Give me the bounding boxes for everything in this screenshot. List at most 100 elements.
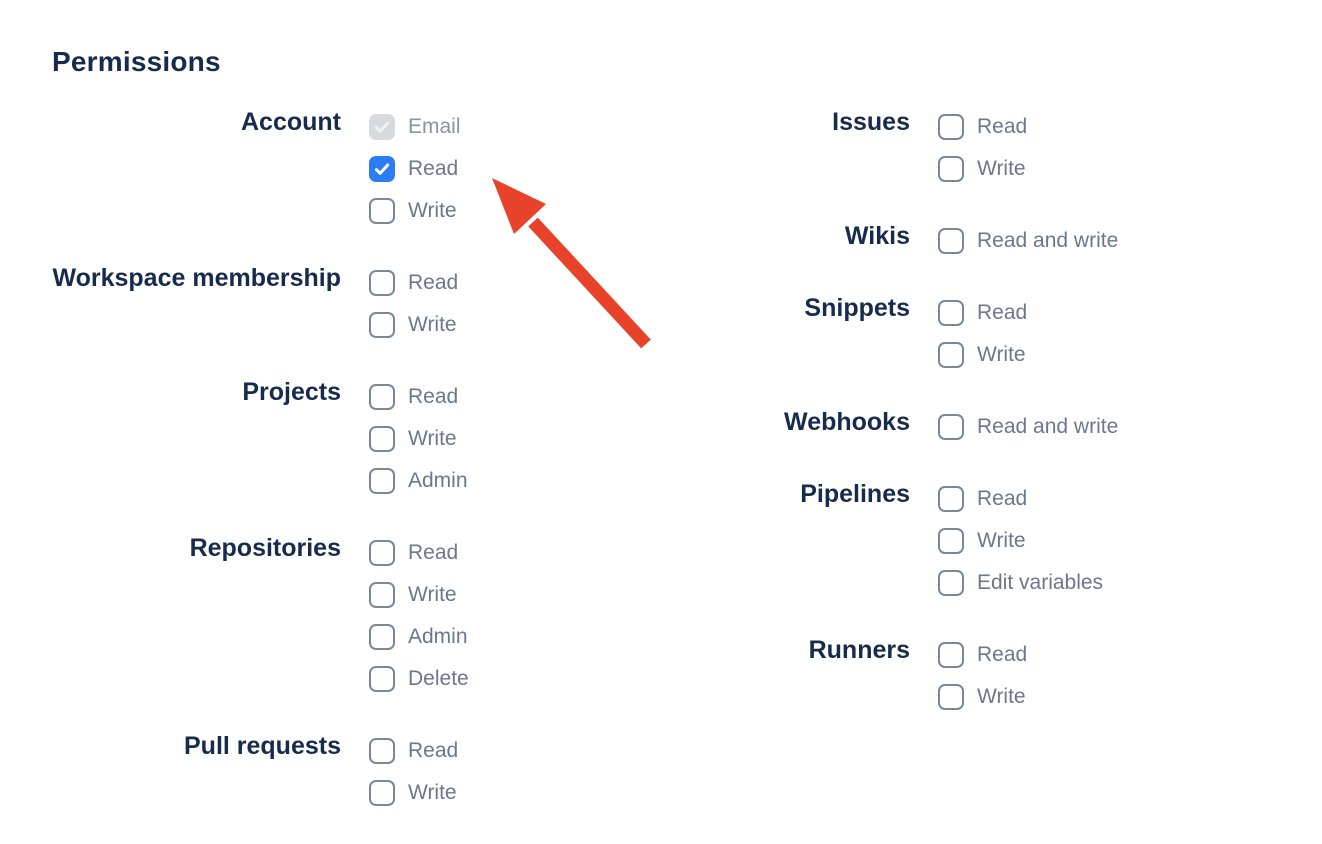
permission-group-label: Issues	[832, 108, 910, 136]
annotation-arrow-head	[492, 178, 546, 234]
permission-option-projects-read[interactable]: Read	[369, 384, 468, 410]
checkbox-label: Read	[408, 541, 459, 564]
permission-group-label: Snippets	[804, 294, 910, 322]
permission-option-runners-read[interactable]: Read	[938, 642, 1027, 668]
permission-option-projects-admin[interactable]: Admin	[369, 468, 468, 494]
checkbox-unchecked[interactable]	[938, 228, 964, 254]
checkbox-label: Read	[977, 115, 1028, 138]
checkbox-unchecked[interactable]	[369, 198, 395, 224]
checkbox-unchecked[interactable]	[938, 684, 964, 710]
check-icon	[374, 121, 390, 133]
permission-option-pipelines-edit-variables[interactable]: Edit variables	[938, 570, 1103, 596]
check-icon	[374, 163, 390, 175]
permission-option-account-write[interactable]: Write	[369, 198, 461, 224]
permission-option-issues-read[interactable]: Read	[938, 114, 1027, 140]
checkbox-unchecked[interactable]	[938, 642, 964, 668]
checkbox-label: Write	[977, 343, 1026, 366]
checkbox-unchecked[interactable]	[369, 666, 395, 692]
checkbox-label: Read	[977, 643, 1028, 666]
permission-option-repositories-admin[interactable]: Admin	[369, 624, 469, 650]
permission-option-pipelines-read[interactable]: Read	[938, 486, 1103, 512]
checkbox-unchecked[interactable]	[369, 624, 395, 650]
permission-option-workspace-membership-write[interactable]: Write	[369, 312, 458, 338]
checkbox-unchecked[interactable]	[369, 738, 395, 764]
permission-option-projects-write[interactable]: Write	[369, 426, 468, 452]
permission-option-repositories-read[interactable]: Read	[369, 540, 469, 566]
checkbox-label: Admin	[408, 625, 468, 648]
permission-group-label: Pipelines	[800, 480, 910, 508]
permission-group-label: Workspace membership	[52, 264, 341, 292]
checkbox-unchecked[interactable]	[938, 528, 964, 554]
checkbox-unchecked[interactable]	[938, 414, 964, 440]
checkbox-unchecked[interactable]	[369, 270, 395, 296]
permission-option-snippets-write[interactable]: Write	[938, 342, 1027, 368]
checkbox-unchecked[interactable]	[369, 468, 395, 494]
permission-option-runners-write[interactable]: Write	[938, 684, 1027, 710]
permission-group-webhooks: Webhooks Read and write	[670, 408, 1118, 440]
checkbox-unchecked[interactable]	[938, 486, 964, 512]
permission-option-repositories-delete[interactable]: Delete	[369, 666, 469, 692]
checkbox-checked[interactable]	[369, 156, 395, 182]
checkbox-unchecked[interactable]	[938, 114, 964, 140]
permission-option-snippets-read[interactable]: Read	[938, 300, 1027, 326]
checkbox-label: Read and write	[977, 229, 1119, 252]
permission-group-label: Runners	[808, 636, 910, 664]
checkbox-label: Read	[408, 385, 459, 408]
checkbox-label: Admin	[408, 469, 468, 492]
checkbox-unchecked[interactable]	[938, 342, 964, 368]
permission-option-webhooks-read-and-write[interactable]: Read and write	[938, 414, 1118, 440]
checkbox-label: Write	[977, 685, 1026, 708]
checkbox-unchecked[interactable]	[369, 426, 395, 452]
checkbox-unchecked[interactable]	[938, 300, 964, 326]
checkbox-label: Write	[408, 781, 457, 804]
permission-group-label: Projects	[242, 378, 341, 406]
permission-option-pipelines-write[interactable]: Write	[938, 528, 1103, 554]
permission-option-pull-requests-write[interactable]: Write	[369, 780, 458, 806]
permission-option-account-read[interactable]: Read	[369, 156, 461, 182]
permission-option-wikis-read-and-write[interactable]: Read and write	[938, 228, 1118, 254]
checkbox-unchecked[interactable]	[369, 540, 395, 566]
checkbox-label: Email	[408, 115, 461, 138]
checkbox-label: Write	[977, 529, 1026, 552]
permission-option-issues-write[interactable]: Write	[938, 156, 1027, 182]
checkbox-unchecked[interactable]	[938, 156, 964, 182]
checkbox-label: Write	[408, 313, 457, 336]
permission-options: Read and write	[938, 414, 1118, 440]
permission-group-wikis: Wikis Read and write	[670, 222, 1118, 254]
checkbox-label: Read	[977, 301, 1028, 324]
permission-option-repositories-write[interactable]: Write	[369, 582, 469, 608]
permission-group-label: Webhooks	[784, 408, 910, 436]
checkbox-label: Read and write	[977, 415, 1119, 438]
checkbox-unchecked[interactable]	[938, 570, 964, 596]
checkbox-unchecked[interactable]	[369, 780, 395, 806]
checkbox-unchecked[interactable]	[369, 582, 395, 608]
permission-option-workspace-membership-read[interactable]: Read	[369, 270, 458, 296]
checkbox-label: Delete	[408, 667, 469, 690]
checkbox-label: Write	[408, 199, 457, 222]
checkbox-unchecked[interactable]	[369, 384, 395, 410]
checkbox-label: Edit variables	[977, 571, 1104, 594]
annotation-arrow-shaft	[528, 217, 651, 349]
checkbox-label: Write	[408, 427, 457, 450]
permission-group-label: Wikis	[844, 222, 910, 250]
checkbox-unchecked[interactable]	[369, 312, 395, 338]
checkbox-label: Read	[408, 739, 459, 762]
checkbox-label: Write	[408, 583, 457, 606]
checkbox-label: Read	[977, 487, 1028, 510]
permission-option-pull-requests-read[interactable]: Read	[369, 738, 458, 764]
